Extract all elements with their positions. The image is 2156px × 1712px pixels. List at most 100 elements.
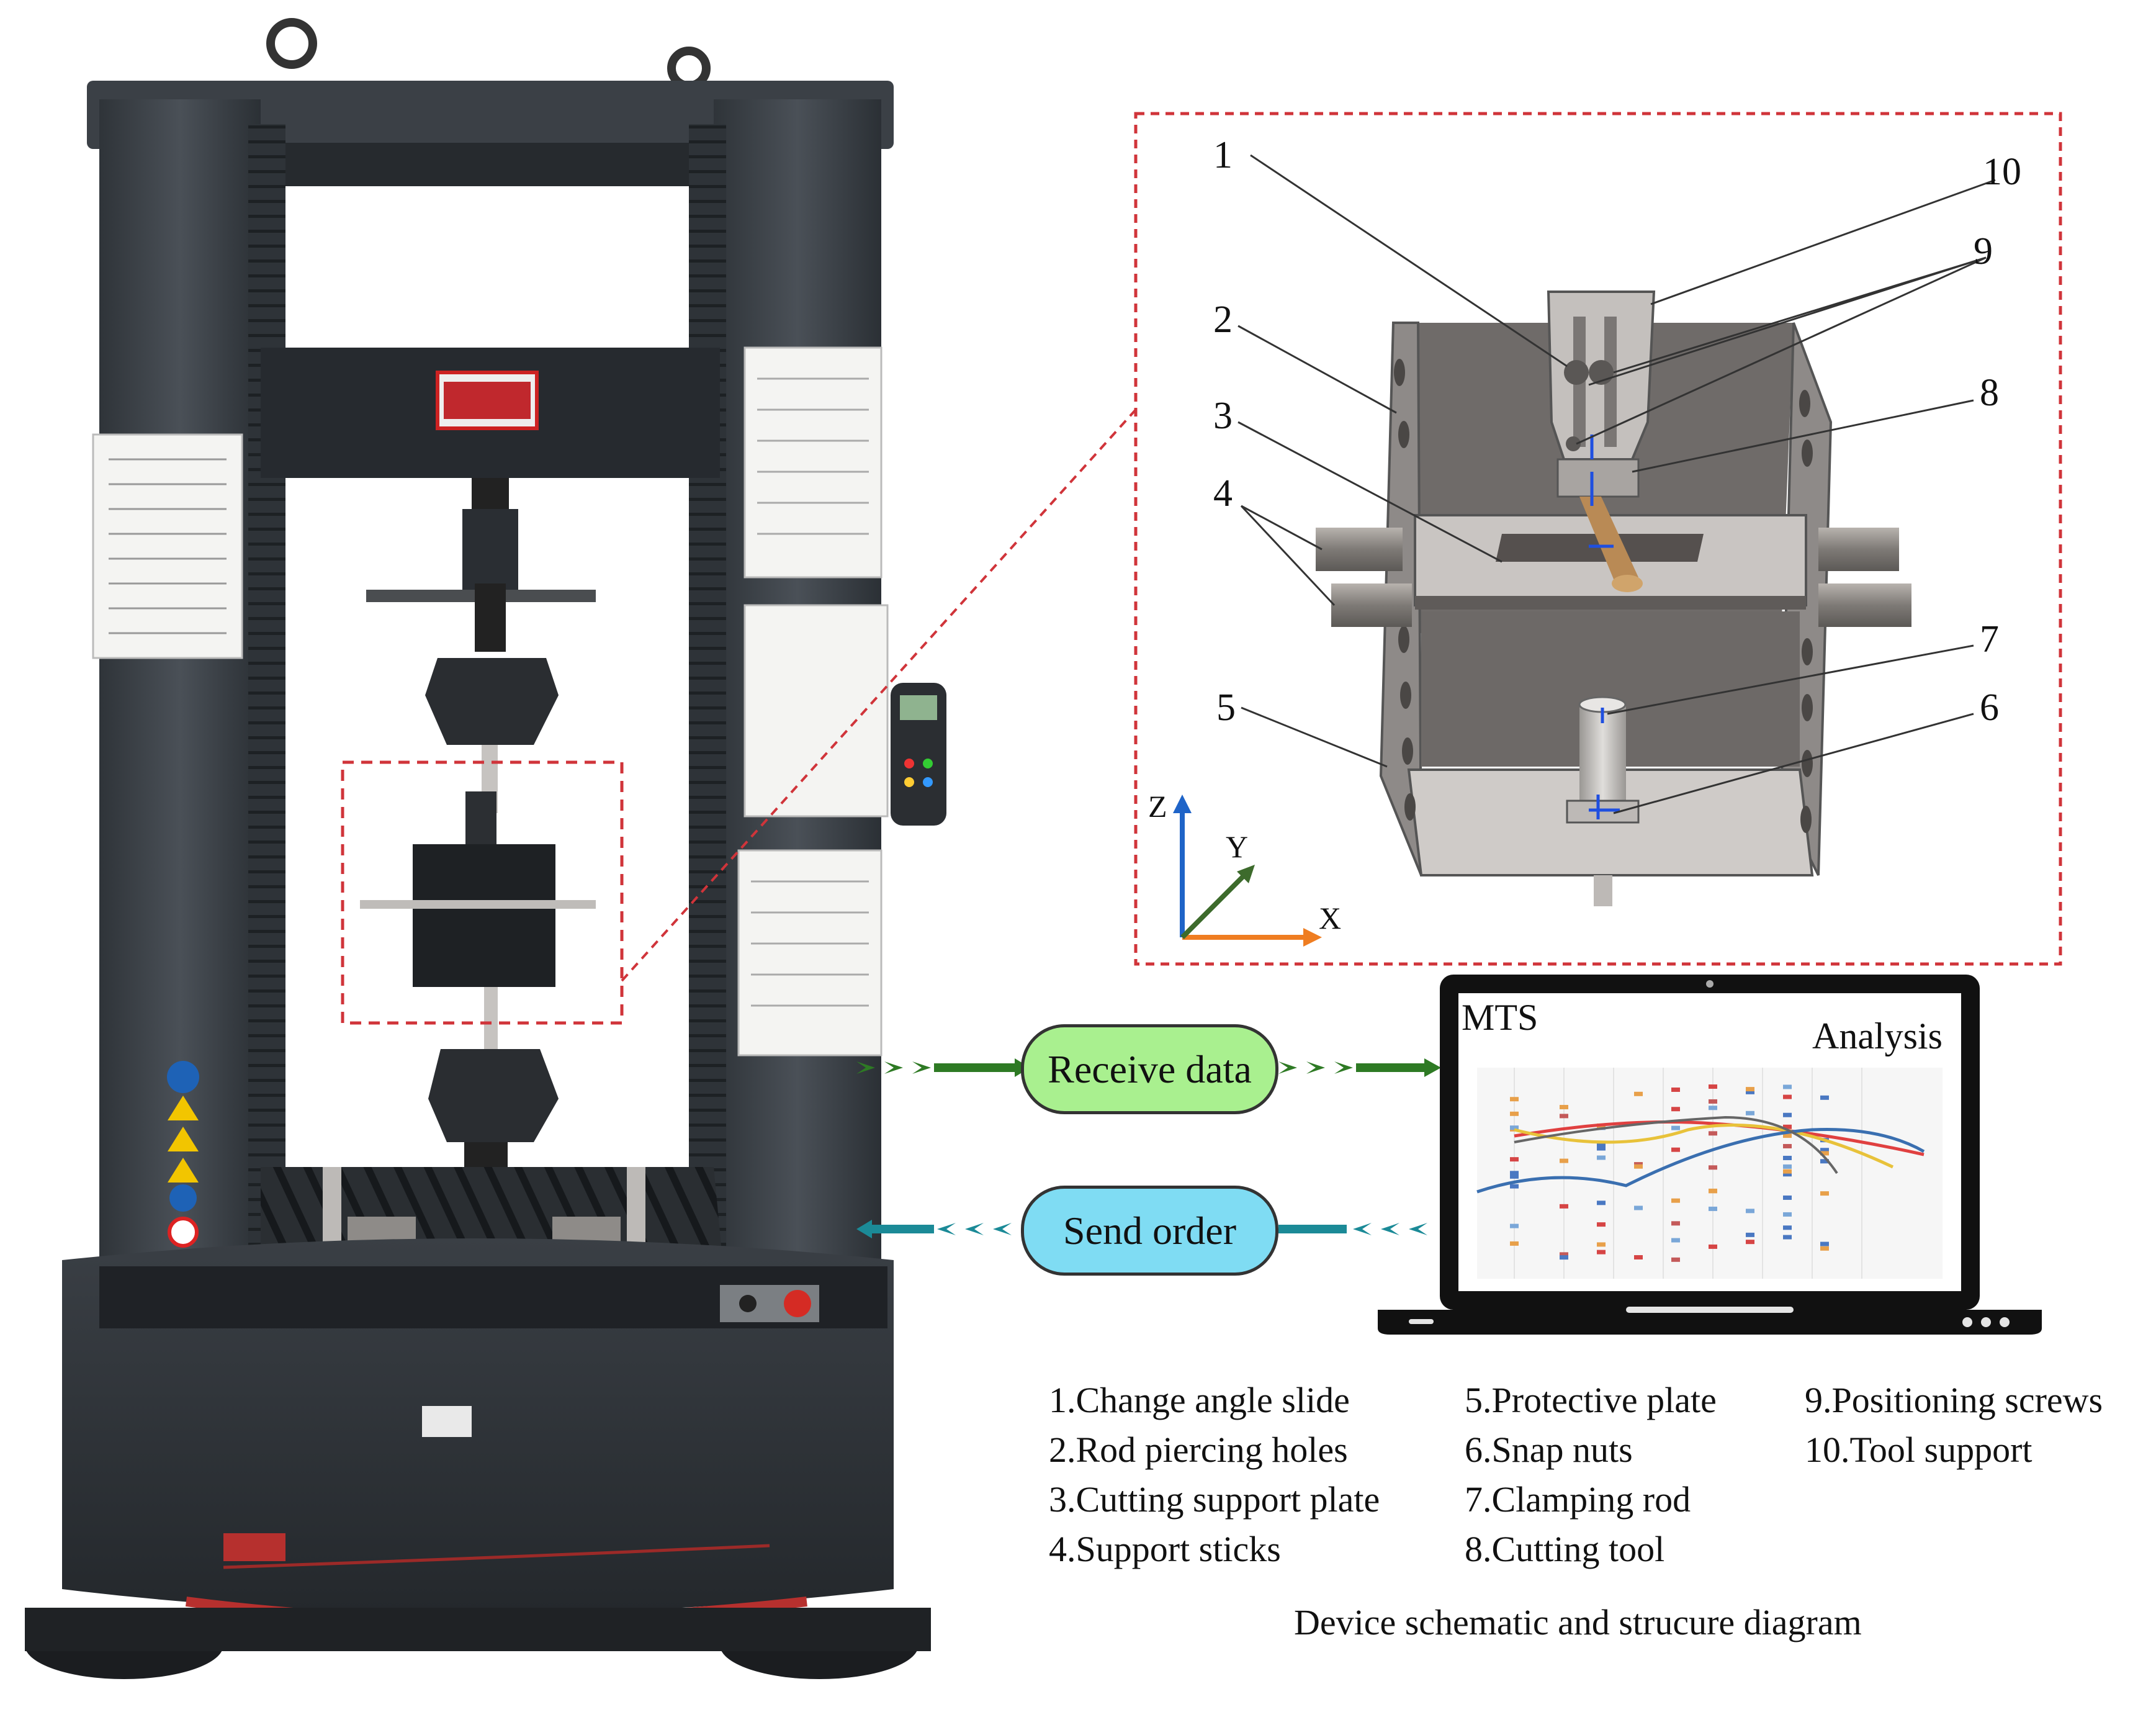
laptop <box>1378 975 2042 1335</box>
positioning-screw <box>1564 360 1589 385</box>
part-label-3: 3 <box>1213 395 1233 437</box>
legend-item-5: 5.Protective plate <box>1465 1380 1717 1420</box>
plot-dot <box>1671 1198 1680 1203</box>
plot-dot <box>1671 1238 1680 1243</box>
plot-dot <box>1597 1242 1606 1247</box>
testing-machine <box>25 18 946 1679</box>
part-label-2: 2 <box>1213 299 1233 341</box>
support-stick <box>1818 528 1899 571</box>
plot-dot <box>1510 1171 1519 1176</box>
legend-item-6: 6.Snap nuts <box>1465 1430 1633 1470</box>
plot-dot <box>1820 1241 1829 1246</box>
plot-dot <box>1510 1184 1519 1189</box>
plot-dot <box>1671 1125 1680 1130</box>
legend-item-4: 4.Support sticks <box>1049 1529 1281 1569</box>
leader-10 <box>1650 179 1996 305</box>
plot-dot <box>1783 1094 1792 1099</box>
plot-dot <box>1671 1147 1680 1152</box>
fixture-box <box>413 844 555 987</box>
plot-dot <box>1709 1106 1717 1111</box>
laptop-base <box>1378 1310 2042 1335</box>
plot-dot <box>1510 1125 1519 1130</box>
wood-specimen <box>1579 497 1638 587</box>
screen-title-mts: MTS <box>1462 997 1538 1038</box>
notice-paper <box>743 346 883 579</box>
legend-item-3: 3.Cutting support plate <box>1049 1479 1380 1520</box>
plot-dot <box>1671 1221 1680 1226</box>
part-label-5: 5 <box>1216 687 1236 729</box>
plot-dot <box>1783 1124 1792 1129</box>
plot-dot <box>1597 1222 1606 1227</box>
plot-dot <box>1560 1255 1568 1260</box>
part-label-9: 9 <box>1974 230 1993 273</box>
plot-dot <box>1783 1133 1792 1138</box>
lower-rod <box>484 987 498 1068</box>
plot-dot <box>1671 1087 1680 1092</box>
axis-triad <box>1173 795 1322 947</box>
plot-dot <box>1820 1246 1829 1251</box>
figure-caption: Device schematic and strucure diagram <box>1294 1602 1862 1642</box>
start-button[interactable] <box>739 1295 757 1312</box>
plot-dot <box>1783 1172 1792 1177</box>
leader-1 <box>1250 154 1568 367</box>
photo-highlight-box <box>341 760 624 1025</box>
leader-7 <box>1607 644 1974 715</box>
part-label-7: 7 <box>1980 618 1999 660</box>
plot-dot <box>1709 1189 1717 1194</box>
send-order-label: Send order <box>1021 1186 1278 1276</box>
plot-dot <box>1560 1114 1568 1119</box>
plot-dot <box>1820 1151 1829 1156</box>
schematic-drawing <box>1173 154 1996 947</box>
plot-dot <box>1709 1206 1717 1211</box>
plot-dot <box>1510 1111 1519 1116</box>
leader-6 <box>1613 713 1974 814</box>
plot-dot <box>1510 1223 1519 1228</box>
plot-dot <box>1783 1235 1792 1240</box>
support-sticks-photo <box>360 900 596 909</box>
plot-dot <box>1597 1250 1606 1255</box>
positioning-screw <box>1566 436 1581 451</box>
part-label-6: 6 <box>1980 687 1999 729</box>
plot-dot <box>1709 1244 1717 1249</box>
plot-dot <box>1820 1095 1829 1100</box>
plot-dot <box>1746 1240 1754 1245</box>
plot-dot <box>1634 1255 1643 1260</box>
plot-dot <box>1634 1091 1643 1096</box>
legend-item-7: 7.Clamping rod <box>1465 1479 1691 1520</box>
plot-dot <box>1820 1191 1829 1196</box>
schematic-frame <box>1134 112 2062 966</box>
support-stick <box>1818 583 1911 627</box>
plot-dot <box>1783 1169 1792 1174</box>
top-crosshead-underside <box>261 143 720 186</box>
leader-4a <box>1241 505 1323 551</box>
info-sticker <box>167 1061 199 1093</box>
plot-dot <box>1746 1232 1754 1237</box>
support-stick <box>1331 583 1412 627</box>
send-arrow <box>856 1220 1427 1238</box>
plot-dot <box>1671 1107 1680 1112</box>
plot-dot <box>1510 1241 1519 1246</box>
plot-dot <box>1560 1204 1568 1209</box>
axis-label-x: X <box>1319 901 1342 935</box>
cutting-tool <box>1556 458 1640 498</box>
emergency-stop-button[interactable] <box>784 1290 811 1317</box>
plot-dot <box>1709 1131 1717 1136</box>
plot-dot <box>1783 1164 1792 1169</box>
plot-dot <box>1783 1212 1792 1217</box>
leader-9c <box>1576 256 1987 445</box>
lower-grip <box>428 1049 559 1142</box>
left-bellows <box>248 124 285 1291</box>
part-label-8: 8 <box>1980 372 1999 414</box>
legend-item-2: 2.Rod piercing holes <box>1049 1430 1348 1470</box>
plot-dot <box>1560 1252 1568 1257</box>
plot-dot <box>1783 1143 1792 1148</box>
legend-item-9: 9.Positioning screws <box>1805 1380 2103 1420</box>
plot-dot <box>1597 1201 1606 1205</box>
plot-dot <box>1746 1209 1754 1214</box>
plot-dot <box>1634 1205 1643 1210</box>
plot-dot <box>1510 1157 1519 1162</box>
leader-4b <box>1240 505 1336 606</box>
plot-dot <box>1597 1146 1606 1151</box>
mts-brand-plate-red <box>444 382 531 419</box>
legend-item-10: 10.Tool support <box>1805 1430 2032 1470</box>
